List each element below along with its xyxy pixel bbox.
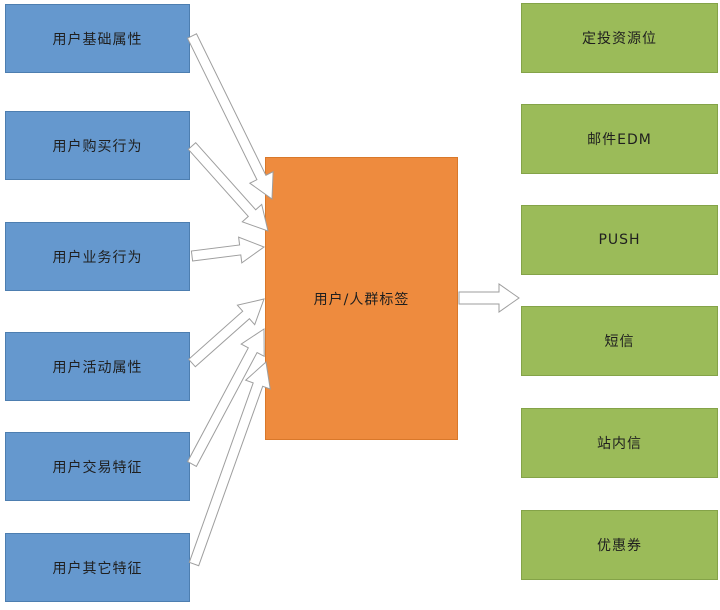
source-label: 用户购买行为 [52,138,143,155]
channel-box-targeted-resource-slot: 定投资源位 [521,3,718,73]
channel-label: 邮件EDM [587,132,652,148]
channel-label: 优惠券 [597,538,642,554]
source-box-user-business-behavior: 用户业务行为 [5,222,190,291]
channel-box-site-message: 站内信 [521,408,718,478]
source-label: 用户基础属性 [52,31,143,48]
source-label: 用户交易特征 [52,459,143,476]
source-box-user-transaction-features: 用户交易特征 [5,432,190,501]
channel-label: PUSH [598,232,641,248]
source-box-user-basic-attributes: 用户基础属性 [5,4,190,73]
flow-arrow [458,283,520,313]
flow-arrow [190,236,266,264]
channel-label: 短信 [604,334,635,350]
center-label: 用户/人群标签 [313,291,410,308]
channel-box-email-edm: 邮件EDM [521,104,718,174]
source-label: 用户业务行为 [52,249,143,266]
channel-label: 定投资源位 [582,31,657,47]
flow-arrow [186,33,274,200]
source-box-user-other-features: 用户其它特征 [5,533,190,602]
channel-box-coupon: 优惠券 [521,510,718,580]
flow-arrow [186,328,265,468]
source-label: 用户活动属性 [52,359,143,376]
flow-arrow [187,141,269,232]
source-box-user-activity-attributes: 用户活动属性 [5,332,190,401]
flow-arrow [187,298,265,368]
center-box-user-crowd-tags: 用户/人群标签 [265,157,458,440]
source-box-user-purchase-behavior: 用户购买行为 [5,111,190,180]
channel-box-push: PUSH [521,205,718,275]
channel-box-sms: 短信 [521,306,718,376]
channel-label: 站内信 [597,436,642,452]
flow-arrow [188,361,271,567]
source-label: 用户其它特征 [52,560,143,577]
